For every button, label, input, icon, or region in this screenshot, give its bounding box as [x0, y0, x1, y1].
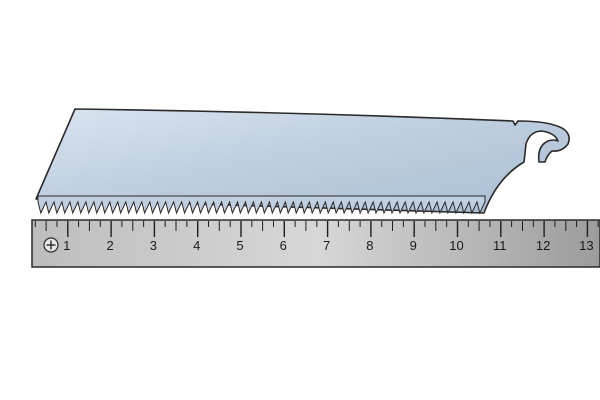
ruler-label: 13 [579, 238, 593, 253]
ruler-label: 9 [410, 238, 417, 253]
ruler-ticks [34, 221, 599, 237]
saw-blade [35, 108, 570, 214]
ruler-label: 6 [280, 238, 287, 253]
screw-icon [43, 237, 59, 253]
ruler-label: 8 [366, 238, 373, 253]
ruler-label: 10 [449, 238, 463, 253]
saw-teeth [37, 195, 486, 215]
ruler-label: 2 [106, 238, 113, 253]
ruler-label: 7 [323, 238, 330, 253]
ruler-label: 11 [493, 238, 507, 253]
ruler-label: 1 [63, 238, 70, 253]
ruler-label: 3 [150, 238, 157, 253]
saw-tooth-row [37, 195, 486, 215]
ruler-label: 4 [193, 238, 200, 253]
ruler-label: 12 [536, 238, 550, 253]
ruler-label: 5 [236, 238, 243, 253]
ruler-body [31, 219, 600, 268]
